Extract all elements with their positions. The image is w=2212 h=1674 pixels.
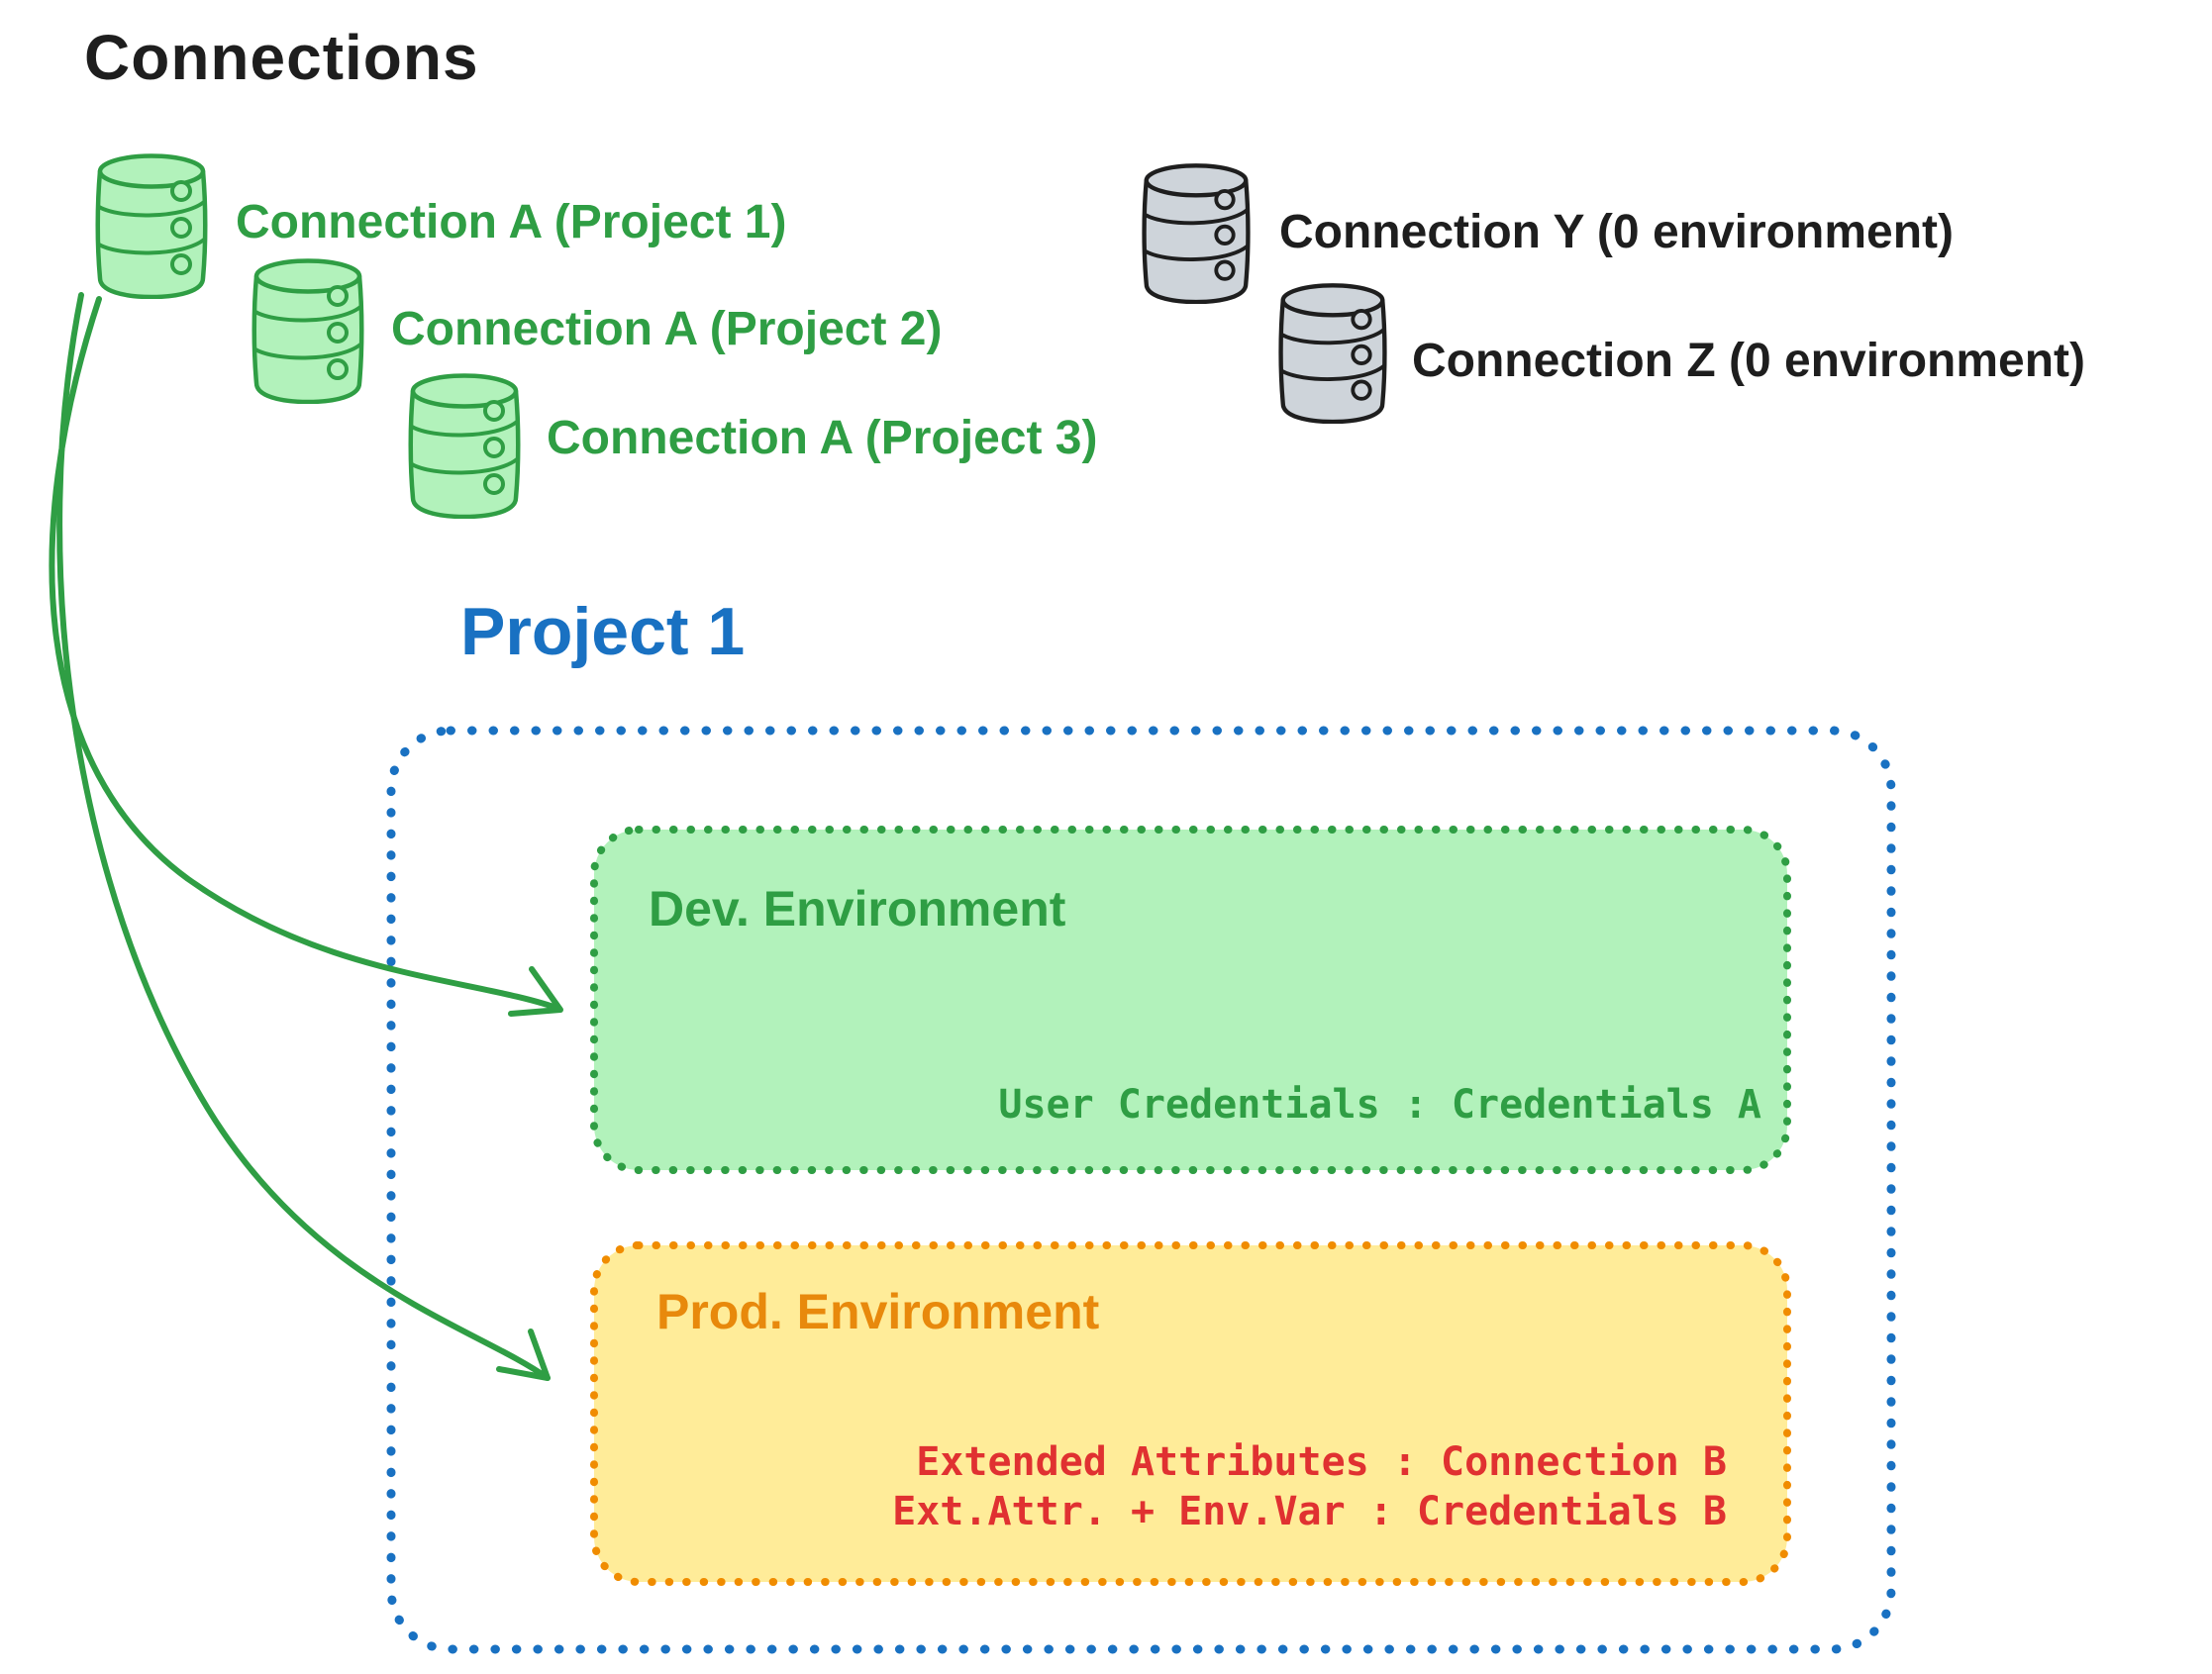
label-connection-a-project2: Connection A (Project 2) (391, 303, 943, 355)
arrowhead-dev (508, 966, 563, 1017)
database-icon-connection-a-project3 (404, 370, 525, 519)
dev-environment-box (590, 826, 1791, 1174)
prod-environment-title: Prod. Environment (656, 1284, 1100, 1339)
database-icon-connection-y (1139, 160, 1254, 304)
page-title: Connections (84, 22, 479, 93)
prod-mappings: Extended Attributes : Connection B Ext.A… (892, 1437, 1727, 1536)
project-1-title: Project 1 (460, 594, 746, 669)
database-icon-connection-a-project2 (248, 255, 368, 404)
prod-mapping-line-1: Extended Attributes : Connection B (916, 1439, 1727, 1485)
arrow-to-prod-environment (56, 292, 551, 1381)
label-connection-a-project1: Connection A (Project 1) (236, 196, 787, 248)
arrowhead-prod (496, 1329, 551, 1381)
prod-environment-box (590, 1241, 1791, 1586)
label-connection-y: Connection Y (0 environment) (1279, 206, 1954, 258)
arrow-to-dev-environment (49, 296, 562, 1012)
dev-credentials-mapping: User Credentials : Credentials A (998, 1082, 1761, 1128)
database-icon-connection-z (1275, 279, 1390, 425)
dev-environment-title: Dev. Environment (649, 881, 1066, 936)
database-icon-connection-a-project1 (91, 150, 212, 299)
label-connection-a-project3: Connection A (Project 3) (547, 412, 1098, 464)
label-connection-z: Connection Z (0 environment) (1412, 335, 2086, 387)
prod-mapping-line-2: Ext.Attr. + Env.Var : Credentials B (892, 1489, 1727, 1534)
project-1-box (386, 726, 1896, 1654)
